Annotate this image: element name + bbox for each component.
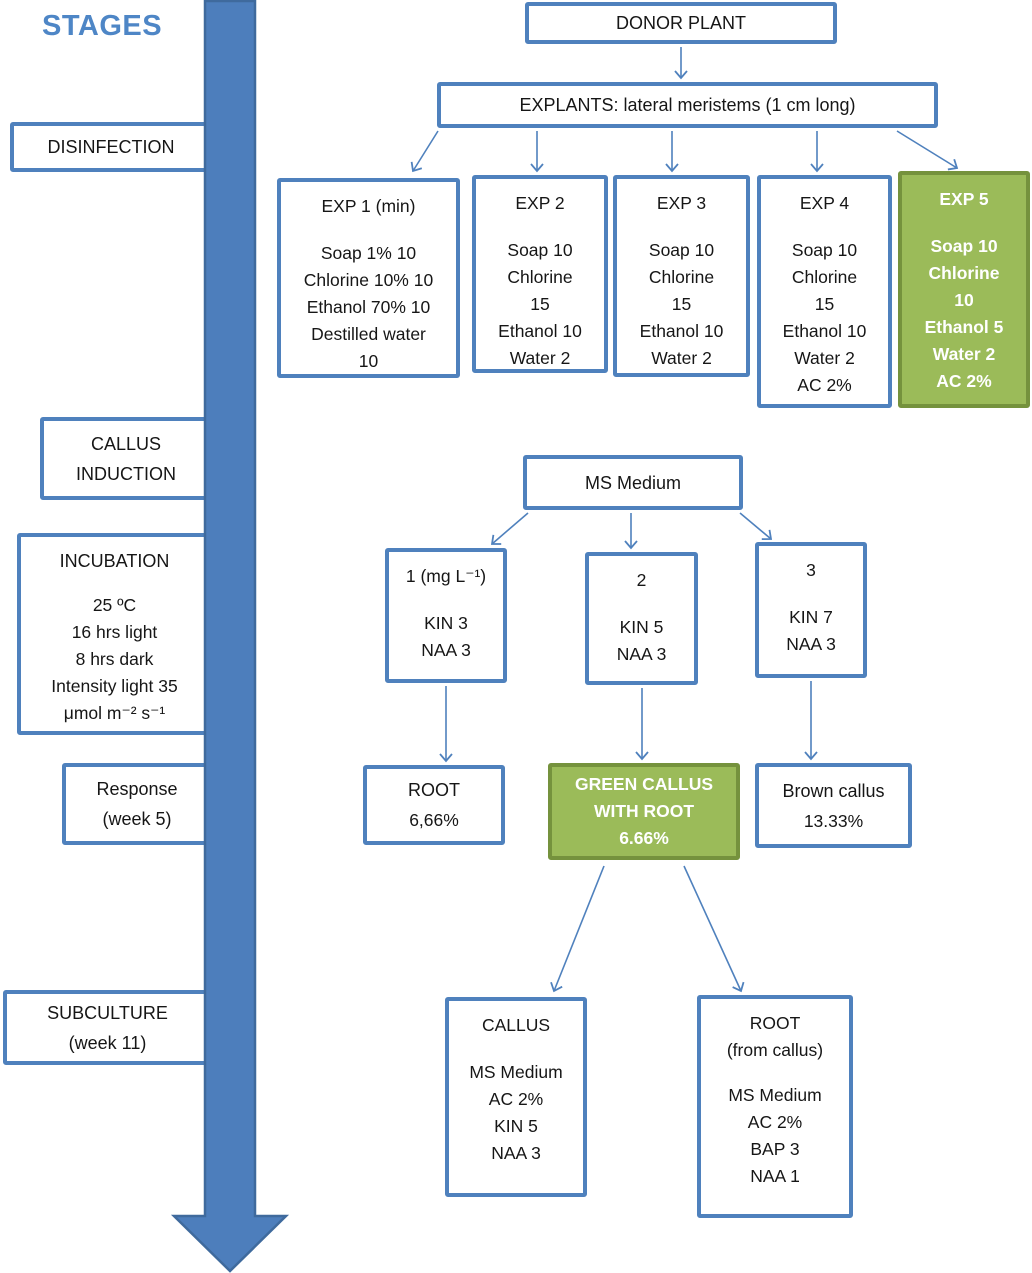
subculture-root-title: ROOT (from callus) xyxy=(726,1013,824,1060)
connector-greencallus-callus xyxy=(550,865,605,993)
exp1-body: Soap 1% 10 Chlorine 10% 10 Ethanol 70% 1… xyxy=(303,243,434,371)
exp3-body: Soap 10 Chlorine 15 Ethanol 10 Water 2 xyxy=(639,240,724,368)
ms-medium-label: MS Medium xyxy=(584,472,682,493)
stage-callus-induction-label: CALLUS INDUCTION xyxy=(76,433,176,484)
exp4-box: EXP 4 Soap 10 Chlorine 15 Ethanol 10 Wat… xyxy=(757,175,892,408)
stage-subculture-label: SUBCULTURE (week 11) xyxy=(47,1002,168,1053)
subculture-callus-box: CALLUS MS Medium AC 2% KIN 5 NAA 3 xyxy=(445,997,587,1197)
exp4-body: Soap 10 Chlorine 15 Ethanol 10 Water 2 A… xyxy=(782,240,867,395)
exp5-body: Soap 10 Chlorine 10 Ethanol 5 Water 2 AC… xyxy=(924,236,1004,391)
exp3-box: EXP 3 Soap 10 Chlorine 15 Ethanol 10 Wat… xyxy=(613,175,750,377)
result-brown-callus-box: Brown callus 13.33% xyxy=(755,763,912,848)
connector-ms-treatment1 xyxy=(490,512,529,545)
result-root-box: ROOT 6,66% xyxy=(363,765,505,845)
result-green-callus-box: GREEN CALLUS WITH ROOT 6.66% xyxy=(548,763,740,860)
exp1-box: EXP 1 (min) Soap 1% 10 Chlorine 10% 10 E… xyxy=(277,178,460,378)
donor-plant-label: DONOR PLANT xyxy=(615,13,747,33)
stage-incubation-box: INCUBATION 25 ºC 16 hrs light 8 hrs dark… xyxy=(17,533,212,735)
stage-incubation-details: 25 ºC 16 hrs light 8 hrs dark Intensity … xyxy=(51,595,178,723)
connector-explants-exp1 xyxy=(410,130,439,173)
explants-label: EXPLANTS: lateral meristems (1 cm long) xyxy=(519,95,856,115)
stage-callus-induction-box: CALLUS INDUCTION xyxy=(40,417,212,500)
connector-ms-treatment3 xyxy=(739,512,773,540)
stage-response-box: Response (week 5) xyxy=(62,763,212,845)
stage-disinfection-label: DISINFECTION xyxy=(47,137,175,157)
exp2-body: Soap 10 Chlorine 15 Ethanol 10 Water 2 xyxy=(498,240,582,368)
ms-medium-box: MS Medium xyxy=(523,455,743,510)
exp4-title: EXP 4 xyxy=(799,193,850,213)
treatment3-body: KIN 7 NAA 3 xyxy=(786,607,836,654)
exp1-title: EXP 1 (min) xyxy=(321,196,416,216)
result-root-label: ROOT xyxy=(408,780,460,800)
subculture-callus-title: CALLUS xyxy=(481,1015,551,1035)
treatment2-box: 2 KIN 5 NAA 3 xyxy=(585,552,698,685)
stage-subculture-box: SUBCULTURE (week 11) xyxy=(3,990,212,1065)
subculture-callus-body: MS Medium AC 2% KIN 5 NAA 3 xyxy=(469,1062,563,1163)
stage-incubation-title: INCUBATION xyxy=(59,551,170,571)
donor-plant-box: DONOR PLANT xyxy=(525,2,837,44)
subculture-root-box: ROOT (from callus) MS Medium AC 2% BAP 3… xyxy=(697,995,853,1218)
result-brown-callus-label: Brown callus xyxy=(782,780,885,801)
treatment3-title: 3 xyxy=(806,560,816,580)
connector-explants-exp5 xyxy=(896,130,959,171)
subculture-root-body: MS Medium AC 2% BAP 3 NAA 1 xyxy=(728,1085,822,1186)
result-green-callus-value: 6.66% xyxy=(619,828,669,848)
stage-disinfection-box: DISINFECTION xyxy=(10,122,212,172)
stages-title: STAGES xyxy=(42,10,163,42)
result-brown-callus-value: 13.33% xyxy=(803,810,864,831)
treatment3-box: 3 KIN 7 NAA 3 xyxy=(755,542,867,678)
exp2-box: EXP 2 Soap 10 Chlorine 15 Ethanol 10 Wat… xyxy=(472,175,608,373)
treatment1-body: KIN 3 NAA 3 xyxy=(421,613,471,660)
exp2-title: EXP 2 xyxy=(515,193,565,213)
exp5-box: EXP 5 Soap 10 Chlorine 10 Ethanol 5 Wate… xyxy=(898,171,1030,408)
treatment2-body: KIN 5 NAA 3 xyxy=(616,617,667,664)
treatment1-title: 1 (mg L⁻¹) xyxy=(405,566,487,586)
stage-response-label: Response (week 5) xyxy=(96,779,178,829)
result-green-callus-label: GREEN CALLUS WITH ROOT xyxy=(574,774,714,821)
treatment1-box: 1 (mg L⁻¹) KIN 3 NAA 3 xyxy=(385,548,507,683)
exp5-title: EXP 5 xyxy=(939,189,989,209)
exp3-title: EXP 3 xyxy=(656,193,707,213)
treatment2-title: 2 xyxy=(636,570,647,590)
result-root-value: 6,66% xyxy=(409,810,459,830)
connector-greencallus-root xyxy=(683,865,745,993)
explants-box: EXPLANTS: lateral meristems (1 cm long) xyxy=(437,82,938,128)
